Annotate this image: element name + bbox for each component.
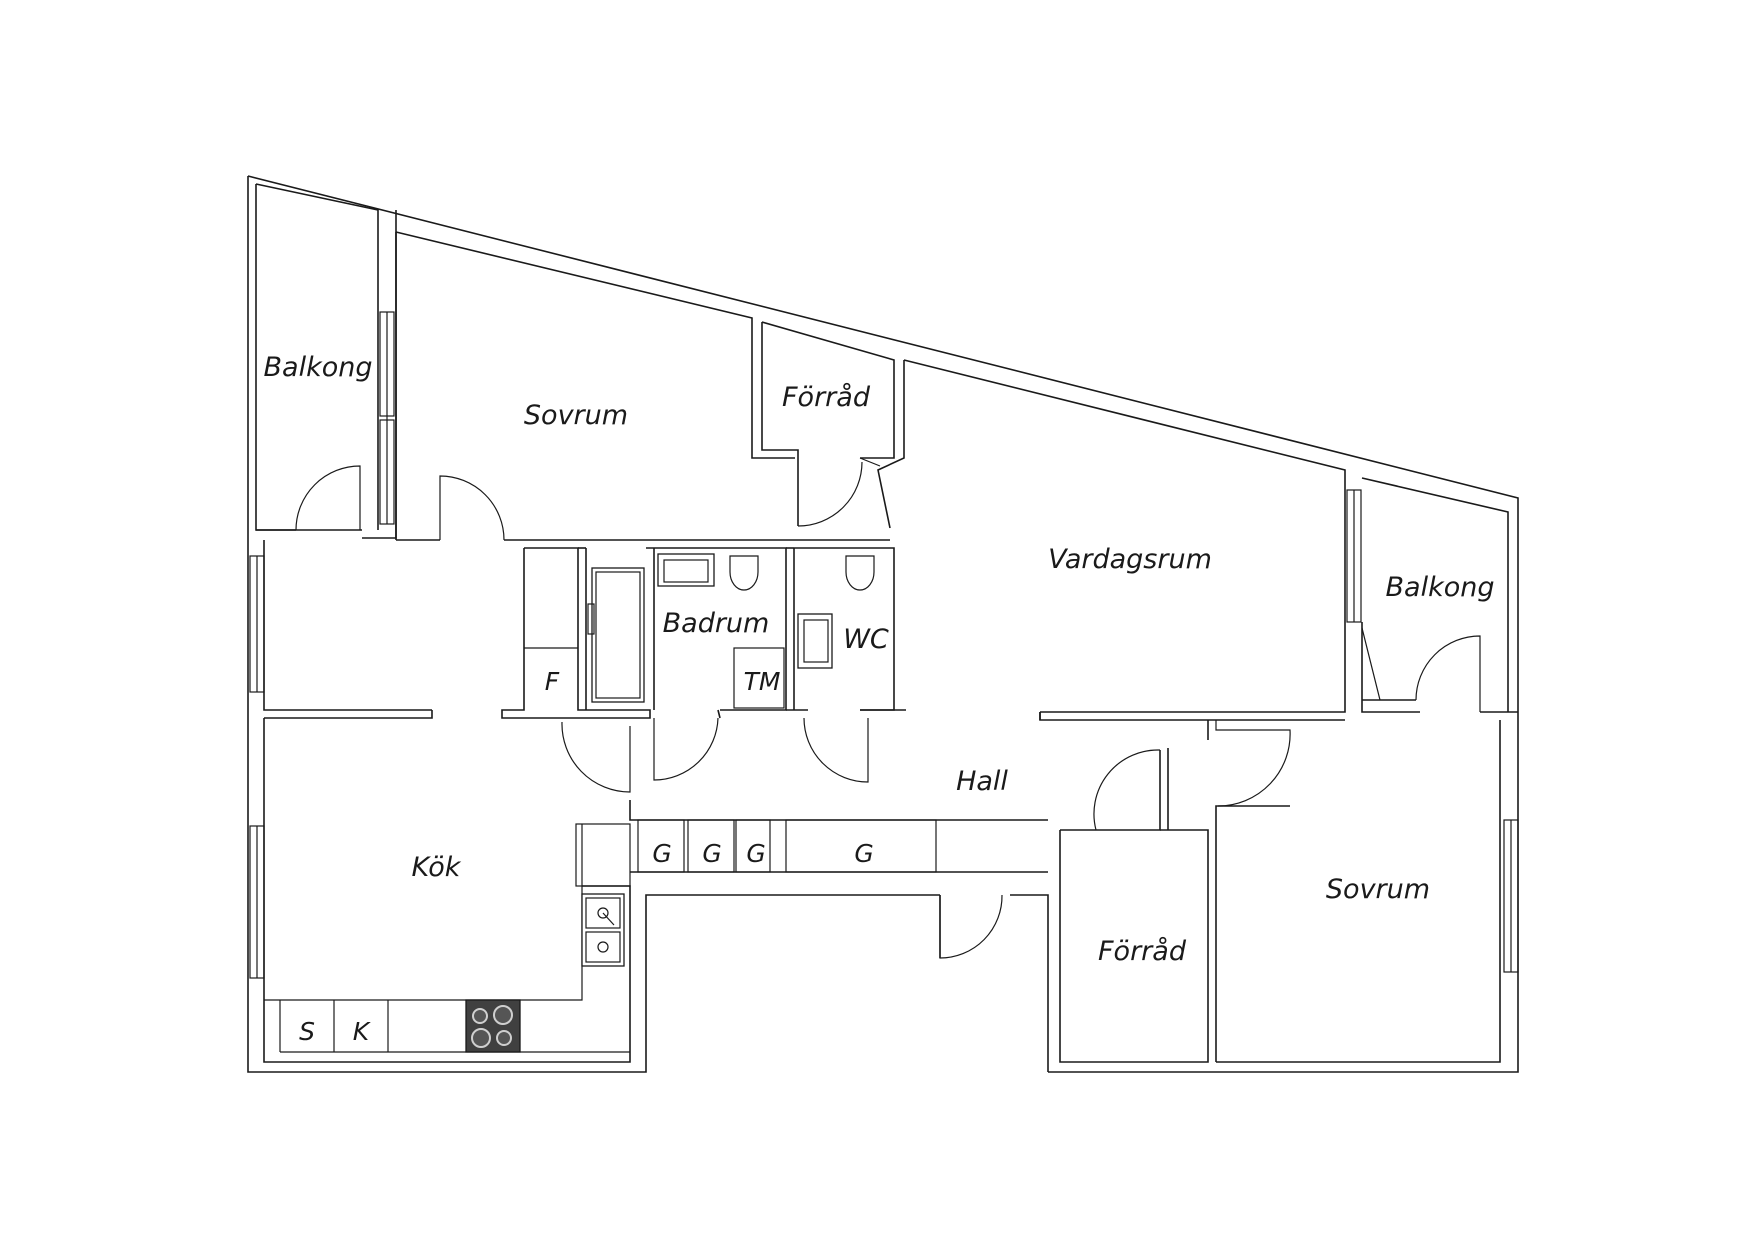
label-sovrum-top: Sovrum xyxy=(524,400,628,431)
label-sovrum-bottom: Sovrum xyxy=(1326,874,1430,905)
label-tm: TM xyxy=(744,667,781,696)
sovrum-bottom xyxy=(1207,720,1519,1063)
bathroom-block xyxy=(501,547,906,783)
label-badrum: Badrum xyxy=(663,608,770,639)
label-balkong-right: Balkong xyxy=(1386,572,1495,603)
hall xyxy=(629,712,1048,959)
label-s: S xyxy=(299,1017,315,1046)
label-f: F xyxy=(545,667,560,696)
balkong-left xyxy=(255,183,395,531)
vardagsrum xyxy=(877,359,1346,721)
label-g2: G xyxy=(702,839,721,868)
label-g4: G xyxy=(854,839,873,868)
label-g3: G xyxy=(746,839,765,868)
label-wc: WC xyxy=(843,624,889,655)
label-kok: Kök xyxy=(412,852,462,883)
label-hall: Hall xyxy=(956,766,1008,797)
balkong-right xyxy=(1346,477,1518,713)
label-k: K xyxy=(353,1017,372,1046)
label-balkong-left: Balkong xyxy=(264,352,373,383)
label-forrad-bottom: Förråd xyxy=(1098,936,1187,967)
label-forrad-top: Förråd xyxy=(782,382,871,413)
forrad-top xyxy=(761,321,895,527)
sovrum-top xyxy=(395,231,890,541)
label-vardagsrum: Vardagsrum xyxy=(1048,544,1212,575)
forrad-bottom xyxy=(1059,748,1209,1063)
kok xyxy=(249,540,631,1063)
label-g1: G xyxy=(652,839,671,868)
